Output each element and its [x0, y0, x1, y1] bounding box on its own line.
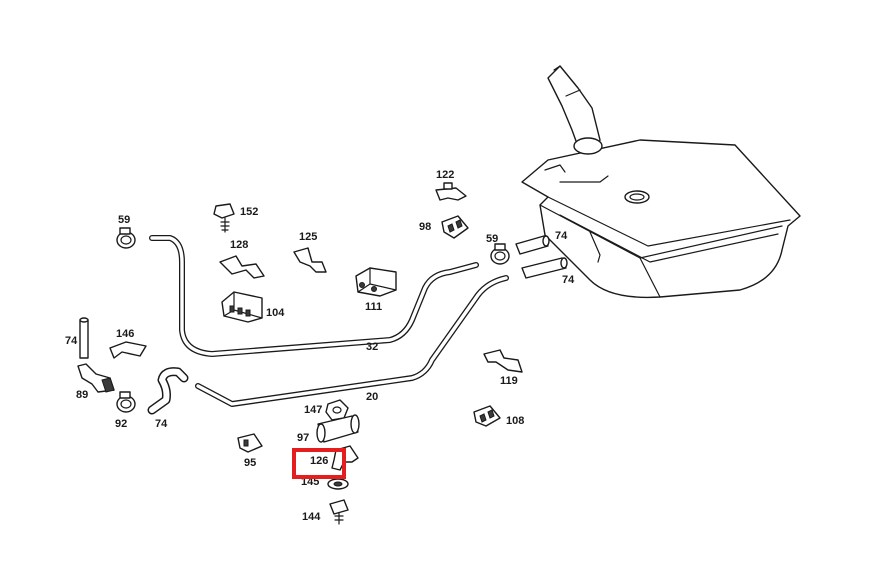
label-128: 128	[230, 239, 248, 251]
label-144: 144	[302, 511, 321, 523]
bolt-152	[213, 203, 235, 233]
hose-74-short	[79, 317, 89, 359]
washer-145	[327, 478, 349, 490]
clamp-59-right	[490, 243, 510, 265]
label-108: 108	[506, 415, 524, 427]
label-125: 125	[299, 231, 317, 243]
clamp-59-left	[116, 227, 136, 249]
bracket-122	[435, 182, 467, 201]
label-59-left: 59	[118, 214, 130, 226]
label-89: 89	[76, 389, 88, 401]
bracket-125	[293, 247, 327, 273]
highlight-box-126	[292, 448, 346, 479]
label-59-right: 59	[486, 233, 498, 245]
label-74-upper: 74	[555, 230, 568, 242]
grommet-98	[441, 215, 469, 239]
hose-74-bent	[147, 367, 189, 415]
label-74-bent: 74	[155, 418, 168, 430]
label-74-short: 74	[65, 335, 78, 347]
label-97: 97	[297, 432, 309, 444]
clamp-92	[116, 391, 136, 413]
label-92: 92	[115, 418, 127, 430]
hose-74-upper	[515, 235, 550, 255]
rubber-mount-104	[221, 291, 263, 323]
label-152: 152	[240, 206, 258, 218]
grommet-95	[237, 433, 263, 453]
fuel-filter-97	[316, 414, 360, 443]
label-74-lower: 74	[562, 274, 575, 286]
bracket-128	[219, 255, 265, 279]
label-104: 104	[266, 307, 285, 319]
clip-146	[109, 341, 147, 359]
label-126: 126	[310, 455, 328, 467]
label-98: 98	[419, 221, 431, 233]
fuel-tank	[521, 65, 801, 299]
bracket-119	[483, 349, 523, 373]
rubber-mount-111	[355, 267, 397, 297]
label-32: 32	[366, 341, 378, 353]
grommet-108	[473, 405, 501, 427]
label-147: 147	[304, 404, 322, 416]
hose-74-lower	[521, 257, 568, 279]
fuel-line-32	[149, 235, 479, 357]
label-111: 111	[365, 301, 382, 313]
connector-89	[77, 363, 115, 393]
screw-144	[329, 499, 349, 525]
fuel-line-20	[195, 275, 509, 407]
label-95: 95	[244, 457, 256, 469]
label-119: 119	[500, 375, 518, 387]
label-146: 146	[116, 328, 134, 340]
label-122: 122	[436, 169, 454, 181]
label-20: 20	[366, 391, 378, 403]
